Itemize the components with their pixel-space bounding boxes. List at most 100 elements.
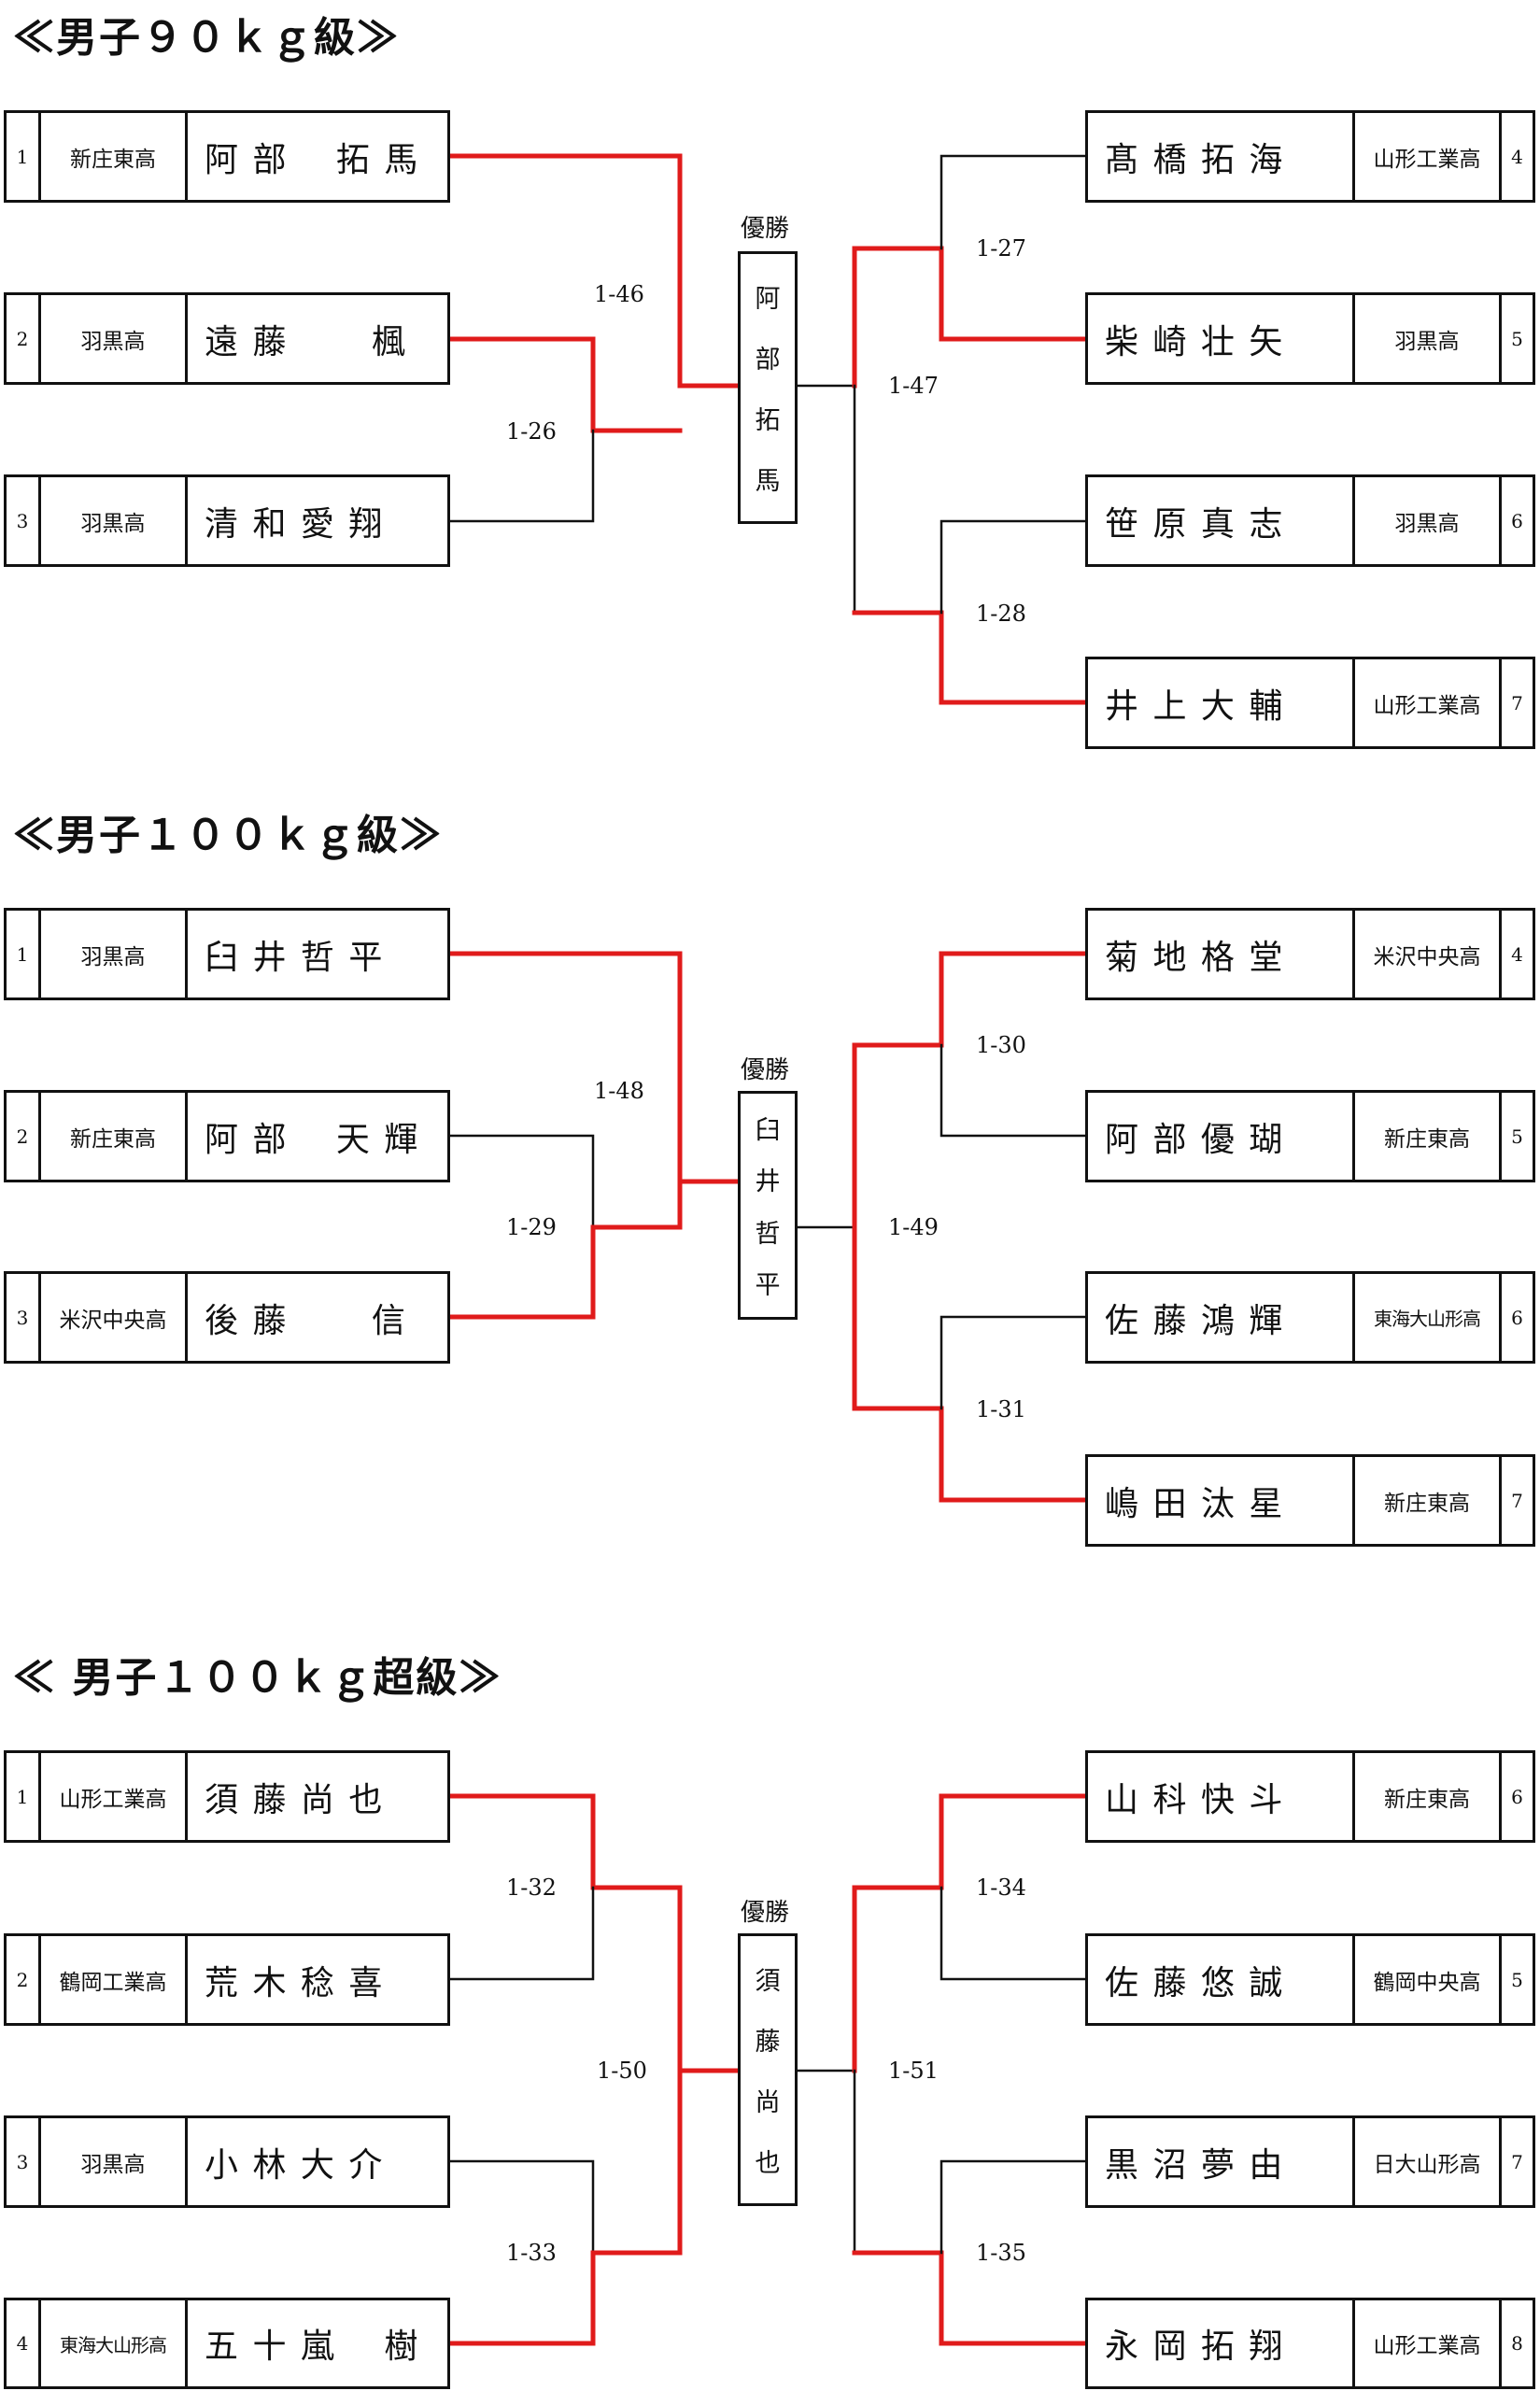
athlete-name: 阿 部 拓 馬 [205,140,420,179]
seed-number: 6 [1511,1785,1523,1808]
line-3-seed3 [448,2159,595,2255]
match-number: 1-34 [976,1875,1026,1901]
school-name: 鶴岡中央高 [1373,1970,1481,1995]
seed-number: 1 [16,942,29,966]
winner-char: 也 [755,2149,781,2178]
winner-char: 阿 [755,285,781,314]
winner-char: 平 [755,1271,781,1301]
entry-left: 1 新庄東高 阿 部 拓 馬 [4,110,450,203]
entry-left: 2 羽黒高 遠 藤 楓 [4,292,450,385]
seed-number: 5 [1511,1125,1523,1148]
line-3-r-top [852,1793,1088,2073]
entry-left: 4 東海大山形高 五 十 嵐 樹 [4,2298,450,2389]
line-2-seed3 [447,1179,683,1320]
athlete-name: 荒 木 稔 喜 [205,1963,385,2002]
seed-number: 3 [16,509,29,532]
line-1-r-bottom-red [852,610,1088,705]
athlete-name: 後 藤 信 [205,1301,407,1340]
line-1-seed1 [447,153,741,389]
match-number: 1-32 [506,1875,557,1901]
winner-box: 臼 井 哲 平 [738,1091,798,1320]
match-number: 1-47 [888,373,939,399]
section-title: ≪男子９０ｋｇ級≫ [13,14,400,62]
line-2-seed5 [940,1043,1087,1138]
school-name: 山形工業高 [1373,2334,1481,2358]
line-1-seed3 [448,429,595,523]
match-number: 1-26 [506,418,557,445]
school-name: 羽黒高 [1394,511,1460,536]
entry-right: 永 岡 拓 翔 山形工業高 8 [1085,2298,1535,2389]
match-number: 1-51 [888,2058,939,2084]
match-number: 1-27 [976,235,1026,262]
seed-number: 2 [16,1125,29,1148]
athlete-name: 髙 橋 拓 海 [1105,140,1285,179]
entry-right: 山 科 快 斗 新庄東高 6 [1085,1750,1535,1843]
school-name: 新庄東高 [1384,1787,1470,1812]
athlete-name: 五 十 嵐 樹 [205,2327,420,2366]
entry-right: 黒 沼 夢 由 日大山形高 7 [1085,2115,1535,2208]
school-name: 米沢中央高 [1373,944,1481,969]
line-3-r-bottom-red [852,2250,1088,2346]
seed-number: 6 [1511,1306,1523,1329]
winner-label: 優勝 [741,1899,790,1927]
school-name: 羽黒高 [80,944,146,969]
entry-right: 菊 地 格 堂 米沢中央高 4 [1085,908,1535,1000]
seed-number: 7 [1511,1489,1523,1512]
seed-number: 4 [16,2332,29,2355]
line-3-seed4 [447,2068,683,2346]
athlete-name: 柴 崎 壮 矢 [1105,322,1285,361]
entry-left: 1 山形工業高 須 藤 尚 也 [4,1750,450,1843]
line-1-r-top [852,246,1088,389]
entry-left: 3 米沢中央高 後 藤 信 [4,1271,450,1364]
winner-char: 井 [755,1167,781,1197]
athlete-name: 阿 部 天 輝 [205,1120,420,1159]
section-title: ≪男子１００ｋｇ級≫ [13,812,443,859]
winner-char: 尚 [755,2088,781,2117]
line-1-seed2 [447,336,683,433]
entry-left: 2 新庄東高 阿 部 天 輝 [4,1090,450,1182]
seed-number: 5 [1511,1968,1523,1991]
athlete-name: 嶋 田 汰 星 [1105,1484,1285,1523]
line-1-seed4 [940,154,1087,250]
line-2-r-bottom [852,1224,1088,1503]
seed-number: 3 [16,2150,29,2173]
winner-label: 優勝 [741,215,790,243]
seed-number: 2 [16,327,29,350]
seed-number: 3 [16,1306,29,1329]
match-number: 1-50 [597,2058,647,2084]
line-2-seed1 [447,951,741,1184]
match-number: 1-31 [976,1396,1026,1422]
entry-right: 嶋 田 汰 星 新庄東高 7 [1085,1454,1535,1547]
winner-box: 阿 部 拓 馬 [738,251,798,524]
line-3-seed2 [448,1886,595,1981]
line-3-seed5 [940,1886,1087,1981]
line-2-seed6 [940,1315,1087,1410]
athlete-name: 小 林 大 介 [205,2145,385,2185]
seed-number: 4 [1511,145,1523,168]
winner-label: 優勝 [741,1056,790,1084]
school-name: 東海大山形高 [1374,1308,1481,1330]
match-number: 1-35 [976,2240,1026,2266]
school-name: 鶴岡工業高 [59,1970,167,1995]
athlete-name: 佐 藤 鴻 輝 [1105,1301,1285,1340]
athlete-name: 佐 藤 悠 誠 [1105,1963,1285,2002]
match-number: 1-46 [594,281,644,307]
school-name: 日大山形高 [1373,2152,1481,2177]
school-name: 米沢中央高 [59,1308,167,1333]
entry-right: 井 上 大 輔 山形工業高 7 [1085,657,1535,749]
school-name: 羽黒高 [80,511,146,536]
school-name: 羽黒高 [80,329,146,354]
line-1-seed6 [940,519,1087,615]
section-title: ≪ 男子１００ｋｇ超級≫ [13,1654,502,1702]
seed-number: 7 [1511,691,1523,714]
entry-right: 佐 藤 悠 誠 鶴岡中央高 5 [1085,1933,1535,2026]
entry-right: 佐 藤 鴻 輝 東海大山形高 6 [1085,1271,1535,1364]
seed-number: 7 [1511,2150,1523,2173]
line-3-seed7 [940,2159,1087,2255]
athlete-name: 山 科 快 斗 [1105,1780,1285,1819]
winner-char: 須 [755,1967,781,1996]
line-2-seed2 [448,1134,595,1229]
line-3-seed1 [447,1793,741,2073]
athlete-name: 永 岡 拓 翔 [1105,2327,1285,2366]
seed-number: 6 [1511,509,1523,532]
